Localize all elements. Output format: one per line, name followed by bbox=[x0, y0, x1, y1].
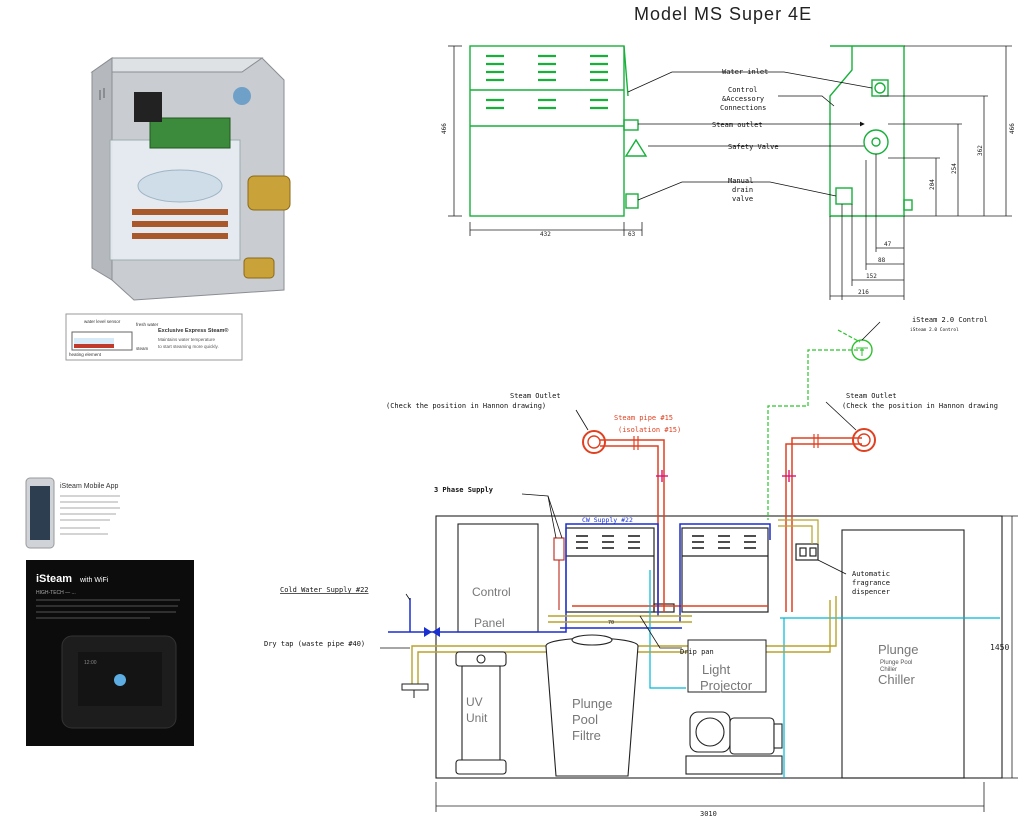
label-three-phase: 3 Phase Supply bbox=[434, 486, 494, 494]
callout-manual-drain-3: valve bbox=[732, 195, 753, 203]
steam-label: steam bbox=[136, 346, 149, 351]
label-cw-supply: CW Supply #22 bbox=[582, 516, 633, 524]
dim-front-height: 466 bbox=[441, 123, 448, 134]
label-steam-pipe: Steam pipe #15 bbox=[614, 414, 673, 422]
isteam-display-time: 12:00 bbox=[84, 660, 97, 666]
label-isteam-control: iSteam 2.0 Control bbox=[912, 316, 988, 324]
dim-d5: 88 bbox=[878, 257, 886, 264]
dim-front-depth: 63 bbox=[628, 231, 636, 238]
express-steam-line1: Maintains water temperature bbox=[158, 337, 216, 342]
label-chiller-2: Chiller bbox=[878, 672, 916, 687]
steam-generator-illustration bbox=[90, 57, 291, 301]
fragrance-lines bbox=[778, 519, 819, 544]
cold-water-valve bbox=[424, 627, 440, 637]
label-chiller-small-2: Chiller bbox=[880, 667, 897, 673]
dim-side-height: 466 bbox=[1009, 123, 1016, 134]
dim-d1: 362 bbox=[977, 145, 984, 156]
pump bbox=[685, 711, 783, 775]
label-uv-1: UV bbox=[466, 695, 483, 709]
callout-manual-drain-1: Manual bbox=[728, 177, 753, 185]
light-projector-box bbox=[687, 639, 767, 693]
side-view-drawing bbox=[829, 45, 913, 217]
dim-d7: 216 bbox=[858, 289, 869, 296]
dim-room-height: 1450 bbox=[990, 643, 1009, 652]
label-filtre-3: Filtre bbox=[572, 728, 601, 743]
label-steam-outlet-left: Steam Outlet bbox=[510, 392, 561, 400]
label-auto-fragrance-2: fragrance bbox=[852, 579, 890, 587]
water-level-sensor-label: water level sensor bbox=[84, 319, 121, 324]
front-view-drawing bbox=[469, 45, 648, 217]
label-filtre-1: Plunge bbox=[572, 696, 612, 711]
label-uv-2: Unit bbox=[466, 711, 488, 725]
dim-d6: 152 bbox=[866, 273, 877, 280]
dim-front-width: 432 bbox=[540, 231, 551, 238]
isteam-high-tech: HIGH-TECH — ... bbox=[36, 590, 76, 596]
isteam-display-icon bbox=[114, 674, 126, 686]
callout-water-inlet: Water inlet bbox=[722, 68, 768, 76]
control-line-green bbox=[767, 329, 864, 520]
dim-d4: 47 bbox=[884, 241, 892, 248]
plant-room-outline bbox=[435, 515, 1003, 779]
pink-markers bbox=[656, 470, 796, 482]
label-auto-fragrance-1: Automatic bbox=[852, 570, 890, 578]
front-view-dimensions bbox=[448, 45, 643, 236]
label-dry-tap: Dry tap (waste pipe #40) bbox=[264, 640, 365, 648]
dim-d2: 254 bbox=[951, 163, 958, 174]
label-filtre-2: Pool bbox=[572, 712, 598, 727]
top-callout-leaders bbox=[627, 71, 873, 201]
generator-vents bbox=[576, 535, 756, 549]
callout-control-3: Connections bbox=[720, 104, 766, 112]
label-light-projector-2: Projector bbox=[700, 678, 753, 693]
drain-funnel bbox=[401, 683, 429, 698]
callout-control-2: &Accessory bbox=[722, 95, 764, 103]
callout-manual-drain-2: drain bbox=[732, 186, 753, 194]
dim-room-width: 3010 bbox=[700, 810, 717, 818]
express-steam-card: water level sensor fresh water heating e… bbox=[65, 313, 243, 361]
label-dim-70: 70 bbox=[608, 620, 614, 626]
isteam-app-panel: iSteam Mobile App bbox=[25, 477, 120, 549]
isteam-with-wifi: with WiFi bbox=[79, 577, 109, 584]
label-steam-outlet-right-note: (Check the position in Hannon drawing bbox=[842, 402, 998, 410]
cyan-lines bbox=[649, 570, 1000, 778]
label-chiller-1: Plunge bbox=[878, 642, 918, 657]
side-view-dimensions bbox=[829, 45, 1012, 300]
cold-water-pipes-blue bbox=[388, 523, 771, 633]
diagram-title: Model MS Super 4E bbox=[634, 4, 812, 24]
label-isteam-control-small: iSteam 2.0 Control bbox=[910, 327, 959, 333]
plant-callout-leaders bbox=[380, 321, 881, 649]
heating-element-label: heating element bbox=[69, 352, 102, 357]
isteam-wifi-brand: iSteam bbox=[36, 573, 72, 585]
express-steam-line2: to start steaming more quickly. bbox=[158, 344, 219, 349]
label-control-panel-2: Panel bbox=[474, 616, 505, 630]
isolation-valves bbox=[633, 434, 819, 450]
express-steam-title: Exclusive Express Steam® bbox=[158, 327, 228, 334]
label-light-projector-1: Light bbox=[702, 662, 731, 677]
three-phase-box bbox=[553, 537, 565, 610]
steam-outlet-right bbox=[852, 428, 876, 452]
steam-outlet-left bbox=[582, 430, 606, 454]
callout-control-1: Control bbox=[728, 86, 758, 94]
label-cold-water-supply: Cold Water Supply #22 bbox=[280, 586, 369, 594]
callout-safety-valve: Safety Valve bbox=[728, 143, 779, 151]
uv-unit bbox=[455, 651, 507, 775]
plant-dimensions bbox=[435, 515, 1018, 812]
label-isolation: (isolation #15) bbox=[618, 426, 681, 434]
dim-d3: 204 bbox=[929, 179, 936, 190]
isteam-app-title: iSteam Mobile App bbox=[60, 483, 118, 490]
fresh-water-label: fresh water bbox=[136, 322, 159, 327]
label-auto-fragrance-3: dispencer bbox=[852, 588, 890, 596]
label-steam-outlet-right: Steam Outlet bbox=[846, 392, 897, 400]
fragrance-dispenser bbox=[795, 543, 819, 561]
label-steam-outlet-left-note: (Check the position in Hannon drawing) bbox=[386, 402, 546, 410]
isteam-wifi-card: iSteam with WiFi HIGH-TECH — ... 12:00 bbox=[26, 560, 194, 746]
steam-generator-unit-right bbox=[681, 527, 769, 613]
label-chiller-small-1: Plunge Pool bbox=[880, 660, 912, 666]
callout-steam-outlet: Steam outlet bbox=[712, 121, 763, 129]
label-drip-pan: Drip pan bbox=[680, 648, 714, 656]
pool-filtre bbox=[545, 634, 639, 777]
label-control-panel-1: Control bbox=[472, 585, 511, 599]
